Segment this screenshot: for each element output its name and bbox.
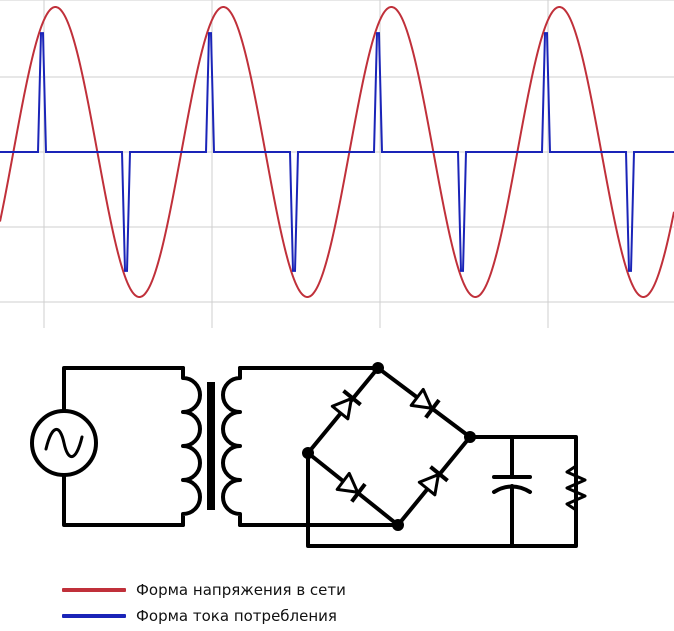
diode-2: [409, 387, 441, 419]
diode-3: [335, 471, 367, 503]
diode-1: [330, 389, 362, 421]
primary-wire: [62, 366, 185, 527]
waveform-chart: [0, 0, 674, 328]
output-wire: [306, 435, 578, 548]
rectifier-circuit-diagram: [30, 362, 587, 548]
load-resistor-symbol: [565, 464, 587, 512]
bridge-wiring: [306, 366, 472, 527]
legend-label-voltage: Форма напряжения в сети: [136, 581, 346, 599]
junction-dot: [464, 431, 476, 443]
legend-swatch-voltage: [62, 588, 126, 592]
junction-dot: [392, 519, 404, 531]
transformer-primary-coil: [181, 366, 202, 527]
diode-4: [417, 465, 449, 497]
chart-legend: Форма напряжения в сети Форма тока потре…: [62, 577, 346, 629]
legend-item-voltage: Форма напряжения в сети: [62, 577, 346, 603]
ac-source-symbol: [30, 409, 98, 477]
legend-item-current: Форма тока потребления: [62, 603, 346, 629]
secondary-wire: [238, 366, 400, 527]
junction-dot: [372, 362, 384, 374]
current-waveform-line: [0, 32, 674, 272]
filter-capacitor-symbol: [492, 435, 532, 548]
legend-swatch-current: [62, 614, 126, 618]
voltage-waveform-line: [0, 6, 674, 298]
legend-label-current: Форма тока потребления: [136, 607, 337, 625]
junction-dot: [302, 447, 314, 459]
chart-grid: [0, 0, 674, 328]
transformer-secondary-coil: [221, 366, 242, 527]
